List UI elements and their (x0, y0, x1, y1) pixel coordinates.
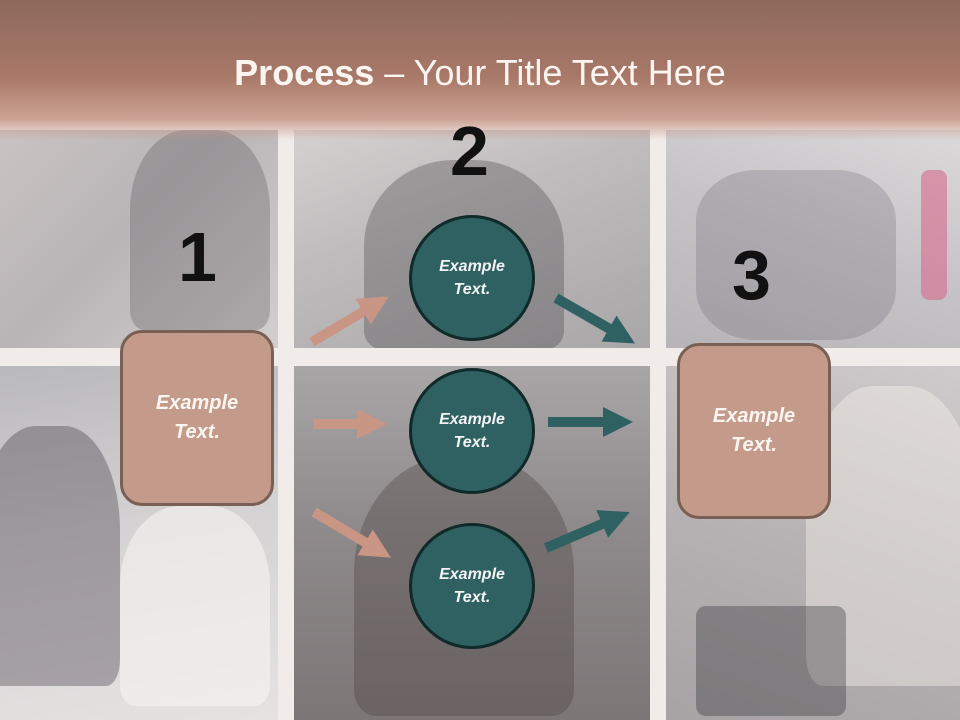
step-number-3: 3 (732, 236, 771, 314)
background-photo-1 (0, 130, 278, 348)
step-number-1: 1 (178, 218, 217, 296)
title-band (0, 0, 960, 140)
step-number-2: 2 (450, 112, 489, 190)
arrow-left-up (309, 296, 389, 347)
title-rest: – Your Title Text Here (374, 52, 726, 93)
slide-title: Process – Your Title Text Here (0, 52, 960, 94)
title-bold: Process (234, 52, 375, 93)
arrow-left-down (311, 507, 391, 558)
background-photo-3 (666, 130, 960, 348)
arrow-right-down (553, 293, 635, 344)
arrow-right-up (544, 510, 630, 553)
